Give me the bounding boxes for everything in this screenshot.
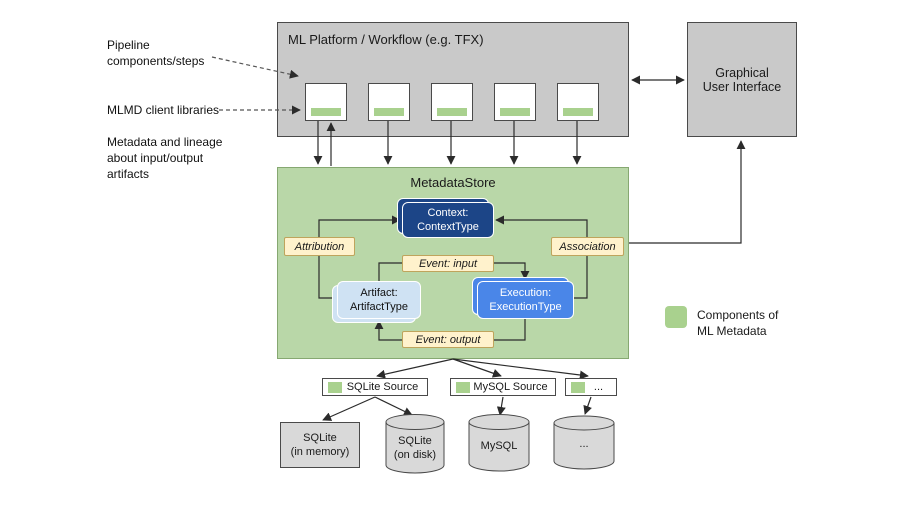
arrow-othersource-other <box>583 396 592 415</box>
sqlite-source-label: SQLite Source <box>346 381 419 393</box>
other-source-label: ... <box>593 381 604 393</box>
db-mysql: MySQL <box>468 413 530 473</box>
cylinder-shape <box>468 414 530 472</box>
metadata-store-title: MetadataStore <box>410 175 496 190</box>
db-mysql-label: MySQL <box>480 440 518 452</box>
sqlite-source-box: SQLite Source <box>322 378 428 396</box>
cylinder-shape <box>385 414 445 474</box>
mlmd-component-marker <box>328 381 342 393</box>
mlmd-client-library-strip <box>374 108 404 116</box>
pipeline-component <box>557 83 599 121</box>
db-other: ... <box>553 415 615 471</box>
db-sqlite-ondisk-label: SQLite (on disk) <box>393 435 437 462</box>
legend-green-swatch <box>665 306 687 328</box>
mlmd-component-marker <box>571 381 585 393</box>
execution-card: Execution: ExecutionType <box>477 281 574 319</box>
mlmd-client-library-strip <box>563 108 593 116</box>
db-sqlite-ondisk: SQLite (on disk) <box>385 413 445 475</box>
pipeline-component <box>368 83 410 121</box>
context-card: Context: ContextType <box>402 202 494 238</box>
pipeline-component <box>431 83 473 121</box>
gui-box: Graphical User Interface <box>687 22 797 137</box>
arrow-store-other-source <box>452 358 589 380</box>
cylinder-shape <box>553 415 615 470</box>
event-input-tag: Event: input <box>402 255 494 272</box>
db-other-label: ... <box>579 438 589 450</box>
label-pipeline-components: Pipeline components/steps <box>107 38 205 68</box>
mlmd-client-library-strip <box>437 108 467 116</box>
mysql-source-label: MySQL Source <box>473 381 548 393</box>
mlmd-client-library-strip <box>311 108 341 116</box>
label-metadata-lineage: Metadata and lineage about input/output … <box>107 135 223 181</box>
pipeline-component <box>305 83 347 121</box>
arrow-store-sqlite-source <box>376 358 454 379</box>
arrow-store-gui <box>629 140 746 244</box>
arrow-store-mysql-source <box>452 358 502 378</box>
pipeline-component <box>494 83 536 121</box>
attribution-tag: Attribution <box>284 237 355 256</box>
mysql-source-box: MySQL Source <box>450 378 556 396</box>
ml-platform-box: ML Platform / Workflow (e.g. TFX) <box>277 22 629 137</box>
legend-label: Components of ML Metadata <box>697 308 779 339</box>
mlmd-component-marker <box>456 381 470 393</box>
event-output-tag: Event: output <box>402 331 494 348</box>
arrow-sqlitesource-inmemory <box>322 396 376 421</box>
other-source-box: ... <box>565 378 617 396</box>
association-tag: Association <box>551 237 624 256</box>
artifact-card: Artifact: ArtifactType <box>337 281 421 319</box>
db-sqlite-inmemory: SQLite (in memory) <box>280 422 360 468</box>
mlmd-client-library-strip <box>500 108 530 116</box>
ml-platform-title: ML Platform / Workflow (e.g. TFX) <box>288 32 484 47</box>
label-mlmd-client-libraries: MLMD client libraries <box>107 103 220 117</box>
